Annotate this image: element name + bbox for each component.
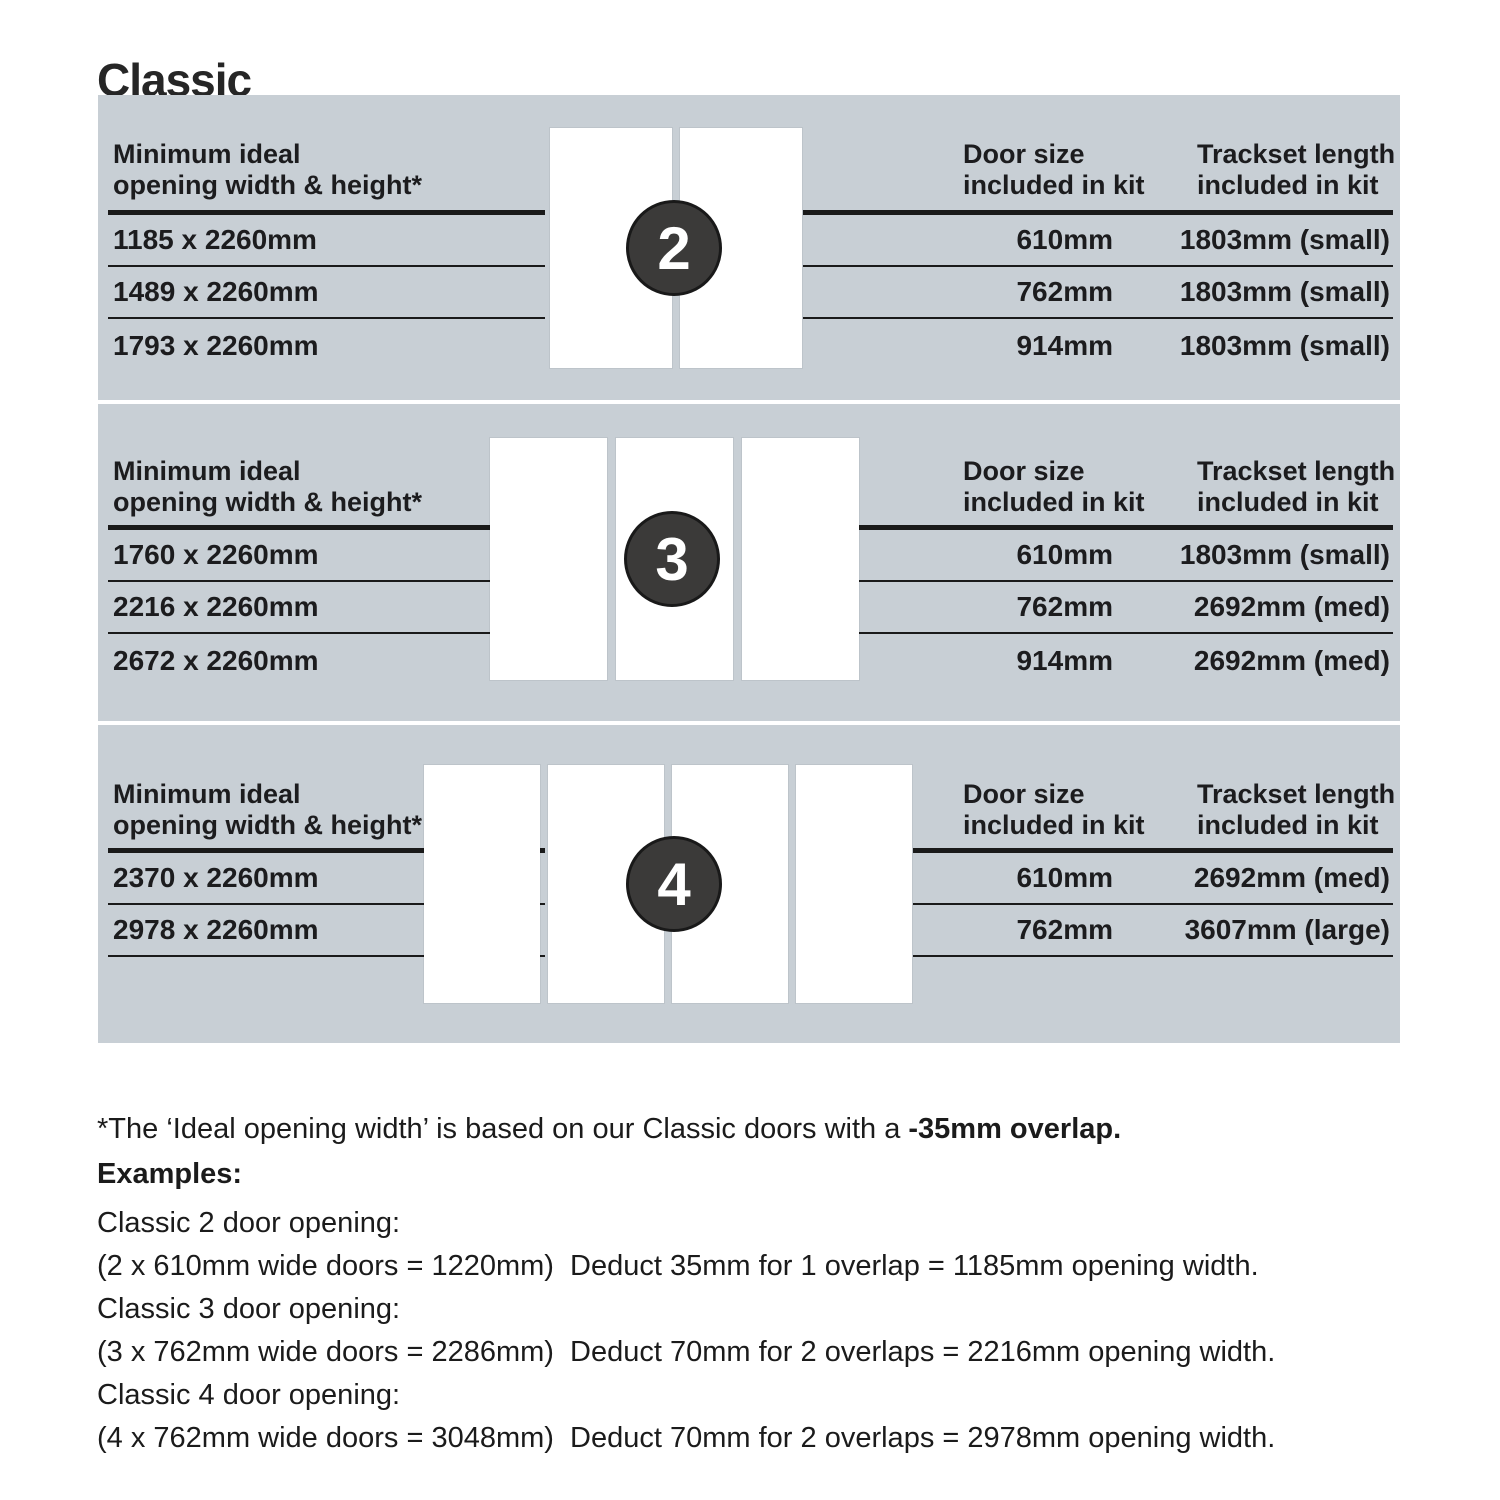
door-size-value: 610mm [1016,862,1113,893]
table-row: 914mm 1803mm (small) [803,319,1393,371]
header-rule [108,848,545,853]
door-count-badge: 3 [624,511,720,607]
table-row: 914mm 2692mm (med) [858,634,1393,686]
door-count-badge: 2 [626,200,722,296]
opening-size-value: 1760 x 2260mm [108,530,545,582]
opening-size-column: 1760 x 2260mm 2216 x 2260mm 2672 x 2260m… [108,530,545,686]
door-count-badge: 4 [626,836,722,932]
door-size-header: Door size included in kit [963,456,1145,517]
opening-size-value: 2672 x 2260mm [113,645,319,676]
footnote-text: *The ‘Ideal opening width’ is based on o… [97,1113,909,1145]
door-size-value: 610mm [1016,224,1113,255]
door-panel [742,438,859,680]
header-rule [803,210,1393,215]
footnote-bold-text: -35mm overlap. [908,1113,1122,1145]
trackset-value: 2692mm (med) [1193,862,1390,893]
table-row: 610mm 2692mm (med) [913,853,1393,905]
table-row: 610mm 1803mm (small) [803,215,1393,267]
kit-table: 610mm 2692mm (med) 762mm 3607mm (large) [913,853,1393,957]
door-count-number: 2 [657,214,691,282]
kit-panel-2-door: Minimum ideal opening width & height* Do… [98,95,1400,400]
trackset-value: 1803mm (small) [1179,224,1390,255]
door-count-number: 4 [657,850,691,918]
example-line: Classic 4 door opening: [97,1379,401,1411]
door-size-value: 762mm [1016,276,1113,307]
opening-size-value: 1793 x 2260mm [113,330,319,361]
spec-panels: Minimum ideal opening width & height* Do… [98,95,1400,1043]
kit-panel-4-door: Minimum ideal opening width & height* Do… [98,725,1400,1043]
door-size-value: 762mm [1016,591,1113,622]
trackset-value: 2692mm (med) [1193,645,1390,676]
opening-size-column: 1185 x 2260mm 1489 x 2260mm 1793 x 2260m… [108,215,545,371]
trackset-header: Trackset length included in kit [1197,779,1396,840]
trackset-value: 1803mm (small) [1179,330,1390,361]
door-panel [490,438,607,680]
examples-section: Examples: Classic 2 door opening: (2 x 6… [97,1156,1275,1460]
door-size-value: 762mm [1016,914,1113,945]
trackset-value: 2692mm (med) [1193,591,1390,622]
door-size-value: 914mm [1016,330,1113,361]
opening-size-value: 2370 x 2260mm [108,853,545,905]
door-size-value: 610mm [1016,539,1113,570]
opening-header: Minimum ideal opening width & height* [113,779,422,840]
opening-header: Minimum ideal opening width & height* [113,139,422,200]
door-size-value: 914mm [1016,645,1113,676]
opening-header: Minimum ideal opening width & height* [113,456,422,517]
opening-size-value: 1185 x 2260mm [108,215,545,267]
example-line: (3 x 762mm wide doors = 2286mm) Deduct 7… [97,1336,1276,1368]
header-rule [108,210,545,215]
trackset-value: 1803mm (small) [1179,276,1390,307]
example-line: Classic 3 door opening: [97,1293,401,1325]
trackset-value: 1803mm (small) [1179,539,1390,570]
kit-table: 610mm 1803mm (small) 762mm 2692mm (med) … [858,530,1393,686]
header-rule [858,525,1393,530]
door-size-header: Door size included in kit [963,139,1145,200]
door-size-header: Door size included in kit [963,779,1145,840]
kit-table: 610mm 1803mm (small) 762mm 1803mm (small… [803,215,1393,371]
door-panel [796,765,912,1003]
door-count-number: 3 [655,525,689,593]
table-row: 762mm 1803mm (small) [803,267,1393,319]
opening-size-column: 2370 x 2260mm 2978 x 2260mm [108,853,545,957]
header-rule [913,848,1393,853]
opening-size-value: 2978 x 2260mm [108,905,545,957]
trackset-header: Trackset length included in kit [1197,456,1396,517]
example-line: Classic 2 door opening: [97,1207,401,1239]
table-row: 610mm 1803mm (small) [858,530,1393,582]
kit-panel-3-door: Minimum ideal opening width & height* Do… [98,404,1400,721]
examples-heading: Examples: [97,1158,243,1190]
header-rule [108,525,545,530]
table-row: 762mm 3607mm (large) [913,905,1393,957]
table-row: 762mm 2692mm (med) [858,582,1393,634]
door-panel [424,765,540,1003]
trackset-header: Trackset length included in kit [1197,139,1396,200]
example-line: (4 x 762mm wide doors = 3048mm) Deduct 7… [97,1422,1276,1454]
example-line: (2 x 610mm wide doors = 1220mm) Deduct 3… [97,1250,1259,1282]
trackset-value: 3607mm (large) [1184,914,1390,945]
opening-size-value: 2216 x 2260mm [108,582,545,634]
opening-size-value: 1489 x 2260mm [108,267,545,319]
footnote: *The ‘Ideal opening width’ is based on o… [97,1113,1121,1146]
